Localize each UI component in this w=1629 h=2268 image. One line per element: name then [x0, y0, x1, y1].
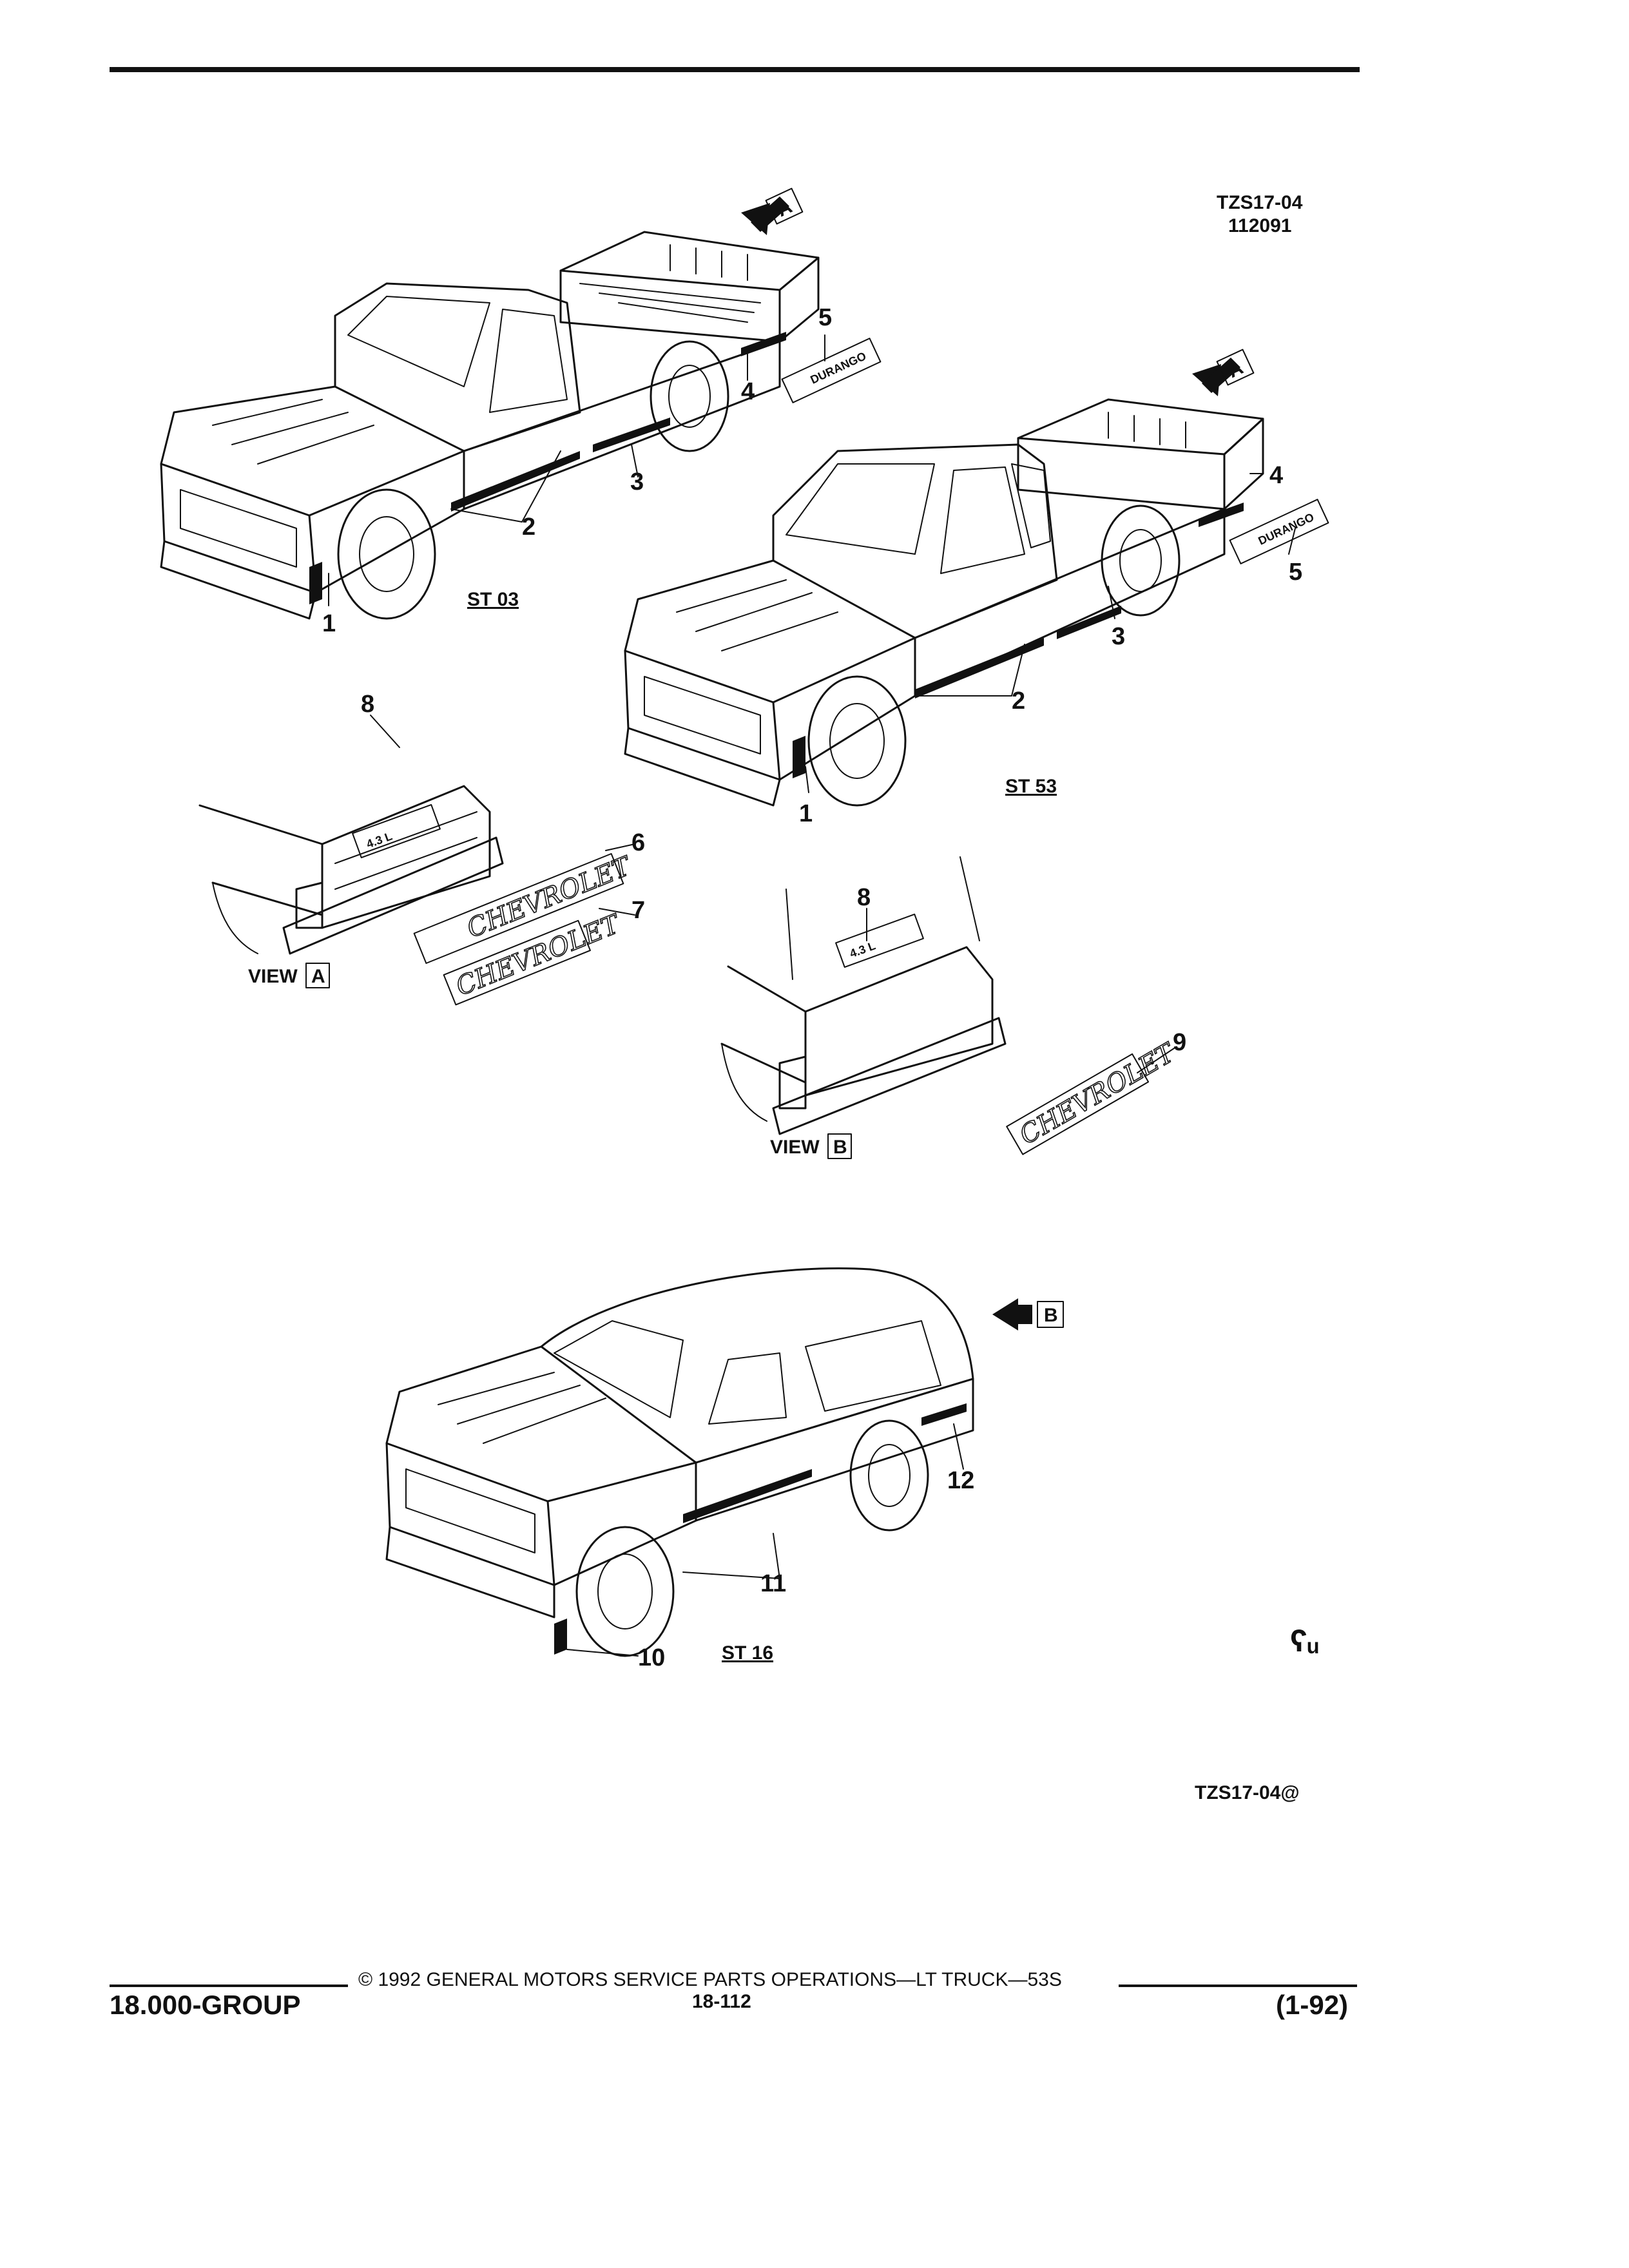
- figure-reference-code: TZS17-04@: [1195, 1782, 1300, 1803]
- callout-10: 10: [638, 1644, 665, 1671]
- callout-3a: 3: [630, 468, 644, 495]
- callout-5b: 5: [1289, 559, 1302, 586]
- callout-1b: 1: [799, 800, 813, 827]
- callout-11: 11: [760, 1570, 786, 1597]
- emblem-durango-5a: DURANGO: [781, 338, 882, 403]
- callout-9: 9: [1173, 1029, 1186, 1056]
- footer-rule-right: [1119, 1984, 1357, 1987]
- callout-12: 12: [947, 1467, 974, 1494]
- blazer-st16: [385, 1267, 974, 1657]
- footer-copyright: © 1992 GENERAL MOTORS SERVICE PARTS OPER…: [358, 1969, 1062, 1990]
- callout-1a: 1: [322, 610, 336, 637]
- label-st53: ST 53: [1005, 776, 1057, 797]
- callout-3b: 3: [1112, 623, 1125, 650]
- top-rule: [110, 67, 1360, 72]
- callout-2b: 2: [1012, 687, 1025, 715]
- arrow-a-mid: A: [1192, 349, 1255, 396]
- callout-8b: 8: [857, 884, 871, 911]
- truck-st53: [624, 398, 1264, 807]
- svg-text:VIEW: VIEW: [248, 966, 298, 987]
- arrow-a-top: A: [741, 187, 804, 235]
- callout-2a: 2: [522, 514, 535, 541]
- callout-8a: 8: [361, 691, 374, 718]
- header-number: 112091: [1228, 215, 1292, 236]
- leader-lines: [328, 334, 1296, 1657]
- footer-date: (1-92): [1276, 1990, 1349, 2020]
- view-a-illustration: 4.3 L: [198, 785, 504, 955]
- svg-text:VIEW: VIEW: [770, 1137, 820, 1158]
- label-st03: ST 03: [467, 589, 519, 610]
- label-st16: ST 16: [722, 1642, 773, 1664]
- callout-6: 6: [631, 829, 645, 856]
- arrow-b-letter: B: [1044, 1305, 1058, 1326]
- arrow-b: B: [992, 1298, 1064, 1331]
- callout-5a: 5: [818, 304, 832, 331]
- callout-4a: 4: [741, 378, 755, 405]
- label-view-a: VIEW A: [248, 963, 330, 988]
- header-code: TZS17-04: [1217, 192, 1303, 213]
- label-view-b: VIEW B: [770, 1133, 852, 1159]
- footer-rule-left: [110, 1984, 348, 1987]
- footer-page-number: 18-112: [692, 1991, 751, 2012]
- callout-4b: 4: [1269, 462, 1283, 489]
- truck-st03: [160, 231, 820, 620]
- svg-text:A: A: [311, 966, 325, 987]
- view-b-illustration: 4.3 L: [720, 856, 1007, 1135]
- gm-service-mark: ʕᵤ: [1290, 1624, 1319, 1658]
- callout-7: 7: [631, 897, 645, 924]
- svg-text:CHEVROLET: CHEVROLET: [1015, 1037, 1182, 1151]
- footer-group: 18.000-GROUP: [110, 1990, 301, 2020]
- emblem-chevrolet-9: CHEVROLET: [1006, 1037, 1182, 1155]
- svg-text:B: B: [833, 1137, 847, 1158]
- emblem-durango-5b: DURANGO: [1229, 499, 1329, 564]
